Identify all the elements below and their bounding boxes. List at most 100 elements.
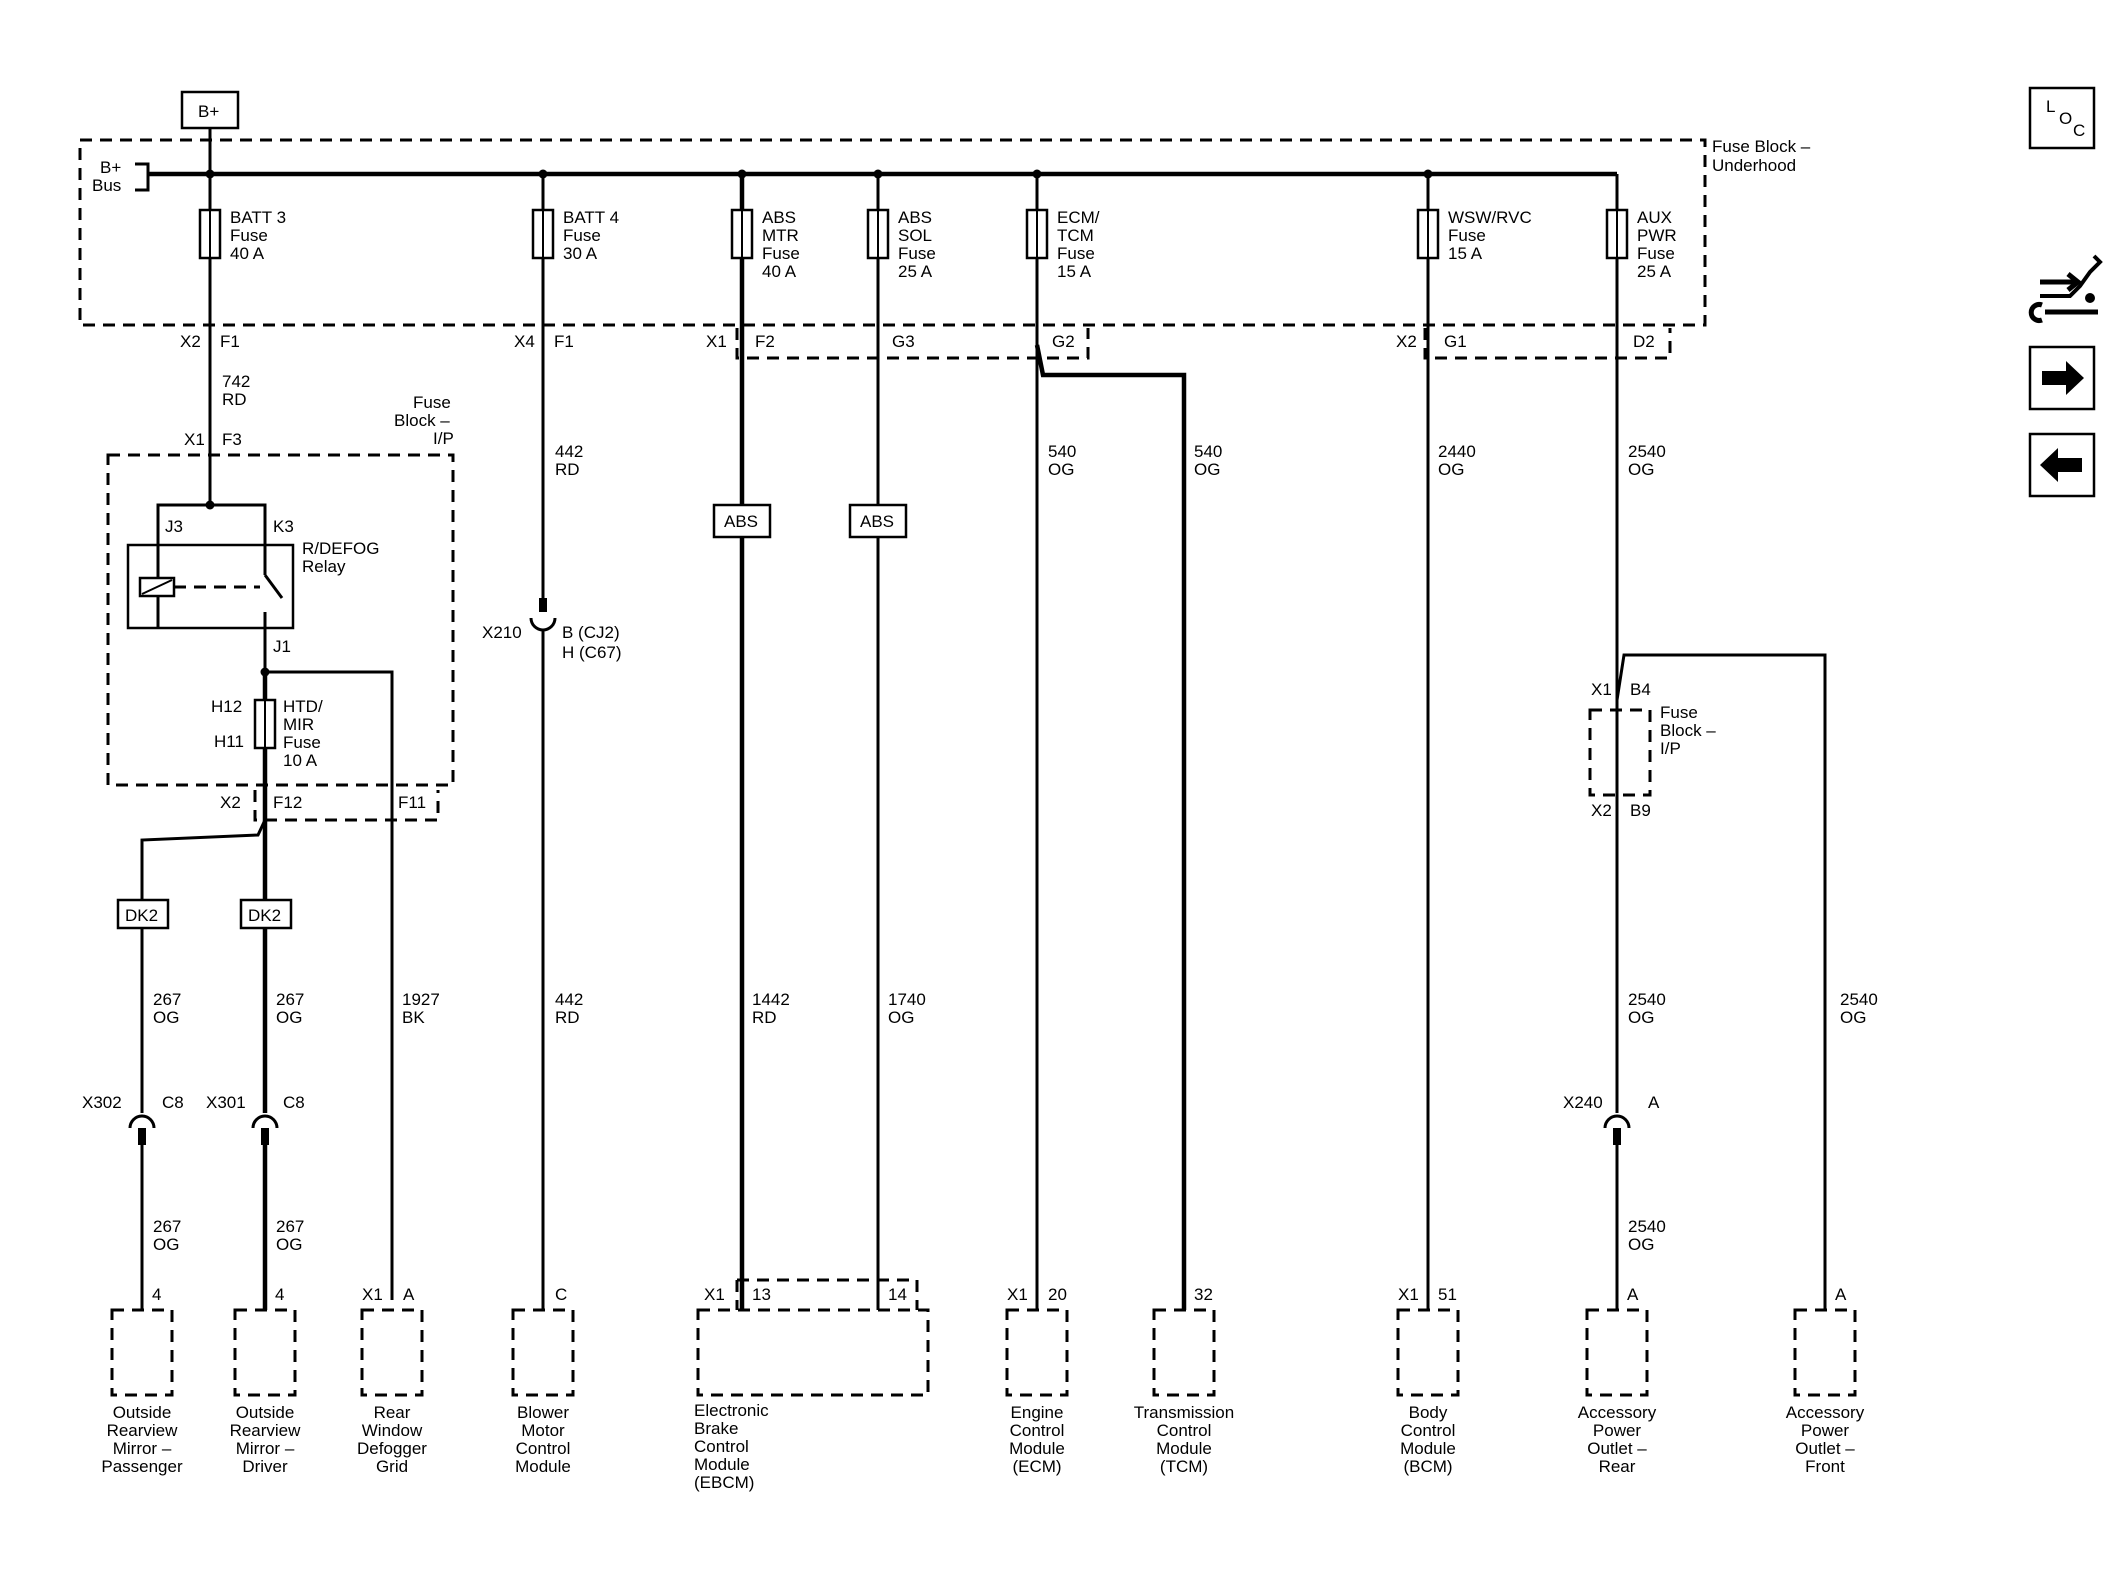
svg-text:Module: Module: [694, 1455, 750, 1474]
loc-button[interactable]: L O C: [2028, 86, 2096, 150]
svg-text:Front: Front: [1805, 1457, 1845, 1476]
component-bcm: Body Control Module (BCM): [1396, 1308, 1460, 1476]
svg-text:G2: G2: [1052, 332, 1075, 351]
svg-text:40 A: 40 A: [230, 244, 265, 263]
svg-text:540: 540: [1194, 442, 1222, 461]
svg-text:Outside: Outside: [113, 1403, 172, 1422]
svg-text:A: A: [1648, 1093, 1660, 1112]
svg-text:X1: X1: [184, 430, 205, 449]
svg-text:F1: F1: [220, 332, 240, 351]
svg-text:25 A: 25 A: [898, 262, 933, 281]
svg-text:TCM: TCM: [1057, 226, 1094, 245]
svg-text:Grid: Grid: [376, 1457, 408, 1476]
component-tcm: Transmission Control Module (TCM): [1134, 1308, 1234, 1476]
circuit-1740: ABS 1740 OG: [848, 258, 926, 1310]
svg-text:BATT 4: BATT 4: [563, 208, 619, 227]
fuse-wsw-rvc: WSW/RVC Fuse 15 A: [1416, 174, 1532, 263]
svg-text:Block –: Block –: [394, 411, 450, 430]
svg-text:Control: Control: [1401, 1421, 1456, 1440]
fuse-htd-mir: H12 H11 HTD/ MIR Fuse 10 A: [211, 667, 394, 1300]
svg-text:Passenger: Passenger: [101, 1457, 183, 1476]
svg-text:267: 267: [153, 1217, 181, 1236]
svg-text:Fuse: Fuse: [762, 244, 800, 263]
svg-text:RD: RD: [752, 1008, 777, 1027]
svg-text:40 A: 40 A: [762, 262, 797, 281]
svg-text:I/P: I/P: [433, 429, 454, 448]
svg-text:OG: OG: [888, 1008, 914, 1027]
circuit-2540: 2540 OG X1 B4 Fuse Block – I/P X2 B9 254…: [1588, 258, 1878, 1310]
svg-text:X1: X1: [1591, 680, 1612, 699]
svg-text:X2: X2: [180, 332, 201, 351]
svg-text:Outside: Outside: [236, 1403, 295, 1422]
back-arrow-button[interactable]: [2028, 432, 2096, 498]
svg-text:G3: G3: [892, 332, 915, 351]
svg-text:OG: OG: [1048, 460, 1074, 479]
svg-text:ABS: ABS: [762, 208, 796, 227]
svg-text:Fuse: Fuse: [413, 393, 451, 412]
svg-text:BK: BK: [402, 1008, 425, 1027]
svg-text:OG: OG: [1628, 460, 1654, 479]
svg-text:HTD/: HTD/: [283, 697, 323, 716]
svg-text:Fuse: Fuse: [1448, 226, 1486, 245]
svg-text:H (C67): H (C67): [562, 643, 622, 662]
svg-text:OG: OG: [1840, 1008, 1866, 1027]
svg-text:RD: RD: [555, 1008, 580, 1027]
svg-text:Window: Window: [362, 1421, 423, 1440]
component-blower-module: Blower Motor Control Module: [511, 1308, 575, 1476]
forward-arrow-button[interactable]: [2028, 345, 2096, 411]
svg-text:1740: 1740: [888, 990, 926, 1009]
svg-text:H12: H12: [211, 697, 242, 716]
fuse-block-underhood-label: Fuse Block –: [1712, 137, 1811, 156]
svg-text:RD: RD: [222, 390, 247, 409]
svg-text:OG: OG: [153, 1235, 179, 1254]
svg-text:1442: 1442: [752, 990, 790, 1009]
svg-text:20: 20: [1048, 1285, 1067, 1304]
svg-text:ABS: ABS: [724, 512, 758, 531]
svg-text:L: L: [2046, 97, 2055, 116]
svg-text:X210: X210: [482, 623, 522, 642]
svg-text:F2: F2: [755, 332, 775, 351]
svg-text:Electronic: Electronic: [694, 1401, 769, 1420]
svg-text:F1: F1: [554, 332, 574, 351]
svg-text:Body: Body: [1409, 1403, 1448, 1422]
svg-text:Mirror –: Mirror –: [113, 1439, 172, 1458]
svg-text:267: 267: [153, 990, 181, 1009]
svg-text:X301: X301: [206, 1093, 246, 1112]
svg-text:OG: OG: [1628, 1235, 1654, 1254]
wrench-connector-icon[interactable]: [2028, 254, 2103, 323]
svg-text:DK2: DK2: [125, 906, 158, 925]
svg-text:Module: Module: [1009, 1439, 1065, 1458]
svg-text:14: 14: [888, 1285, 907, 1304]
svg-text:A: A: [403, 1285, 415, 1304]
underhood-connectors: X2 F1 X4 F1 X1 F2 G3 G2 X2 G1 D2: [180, 328, 1672, 360]
svg-text:D2: D2: [1633, 332, 1655, 351]
circuit-742: 742 RD X1 F3: [184, 258, 250, 505]
svg-text:OG: OG: [276, 1008, 302, 1027]
svg-text:(BCM): (BCM): [1403, 1457, 1452, 1476]
svg-text:C: C: [555, 1285, 567, 1304]
fuse-block-ip: Fuse Block – I/P: [106, 393, 455, 787]
svg-text:H11: H11: [214, 732, 244, 751]
svg-text:(EBCM): (EBCM): [694, 1473, 754, 1492]
svg-text:X2: X2: [1396, 332, 1417, 351]
circuit-540: 540 OG 540 OG: [1034, 258, 1222, 1310]
svg-text:OG: OG: [1194, 460, 1220, 479]
svg-text:Defogger: Defogger: [357, 1439, 427, 1458]
svg-text:X4: X4: [514, 332, 535, 351]
svg-text:F3: F3: [222, 430, 242, 449]
svg-text:SOL: SOL: [898, 226, 932, 245]
svg-text:Control: Control: [516, 1439, 571, 1458]
component-mirror-passenger: Outside Rearview Mirror – Passenger: [101, 1308, 183, 1476]
svg-text:PWR: PWR: [1637, 226, 1677, 245]
svg-text:Module: Module: [515, 1457, 571, 1476]
svg-text:2440: 2440: [1438, 442, 1476, 461]
svg-text:I/P: I/P: [1660, 739, 1681, 758]
svg-text:742: 742: [222, 372, 250, 391]
svg-text:OG: OG: [153, 1008, 179, 1027]
svg-text:442: 442: [555, 442, 583, 461]
svg-text:BATT 3: BATT 3: [230, 208, 286, 227]
svg-text:Engine: Engine: [1011, 1403, 1064, 1422]
component-accessory-outlet-front: Accessory Power Outlet – Front: [1786, 1308, 1865, 1476]
b-plus-bus: B+ Bus: [92, 158, 1617, 195]
